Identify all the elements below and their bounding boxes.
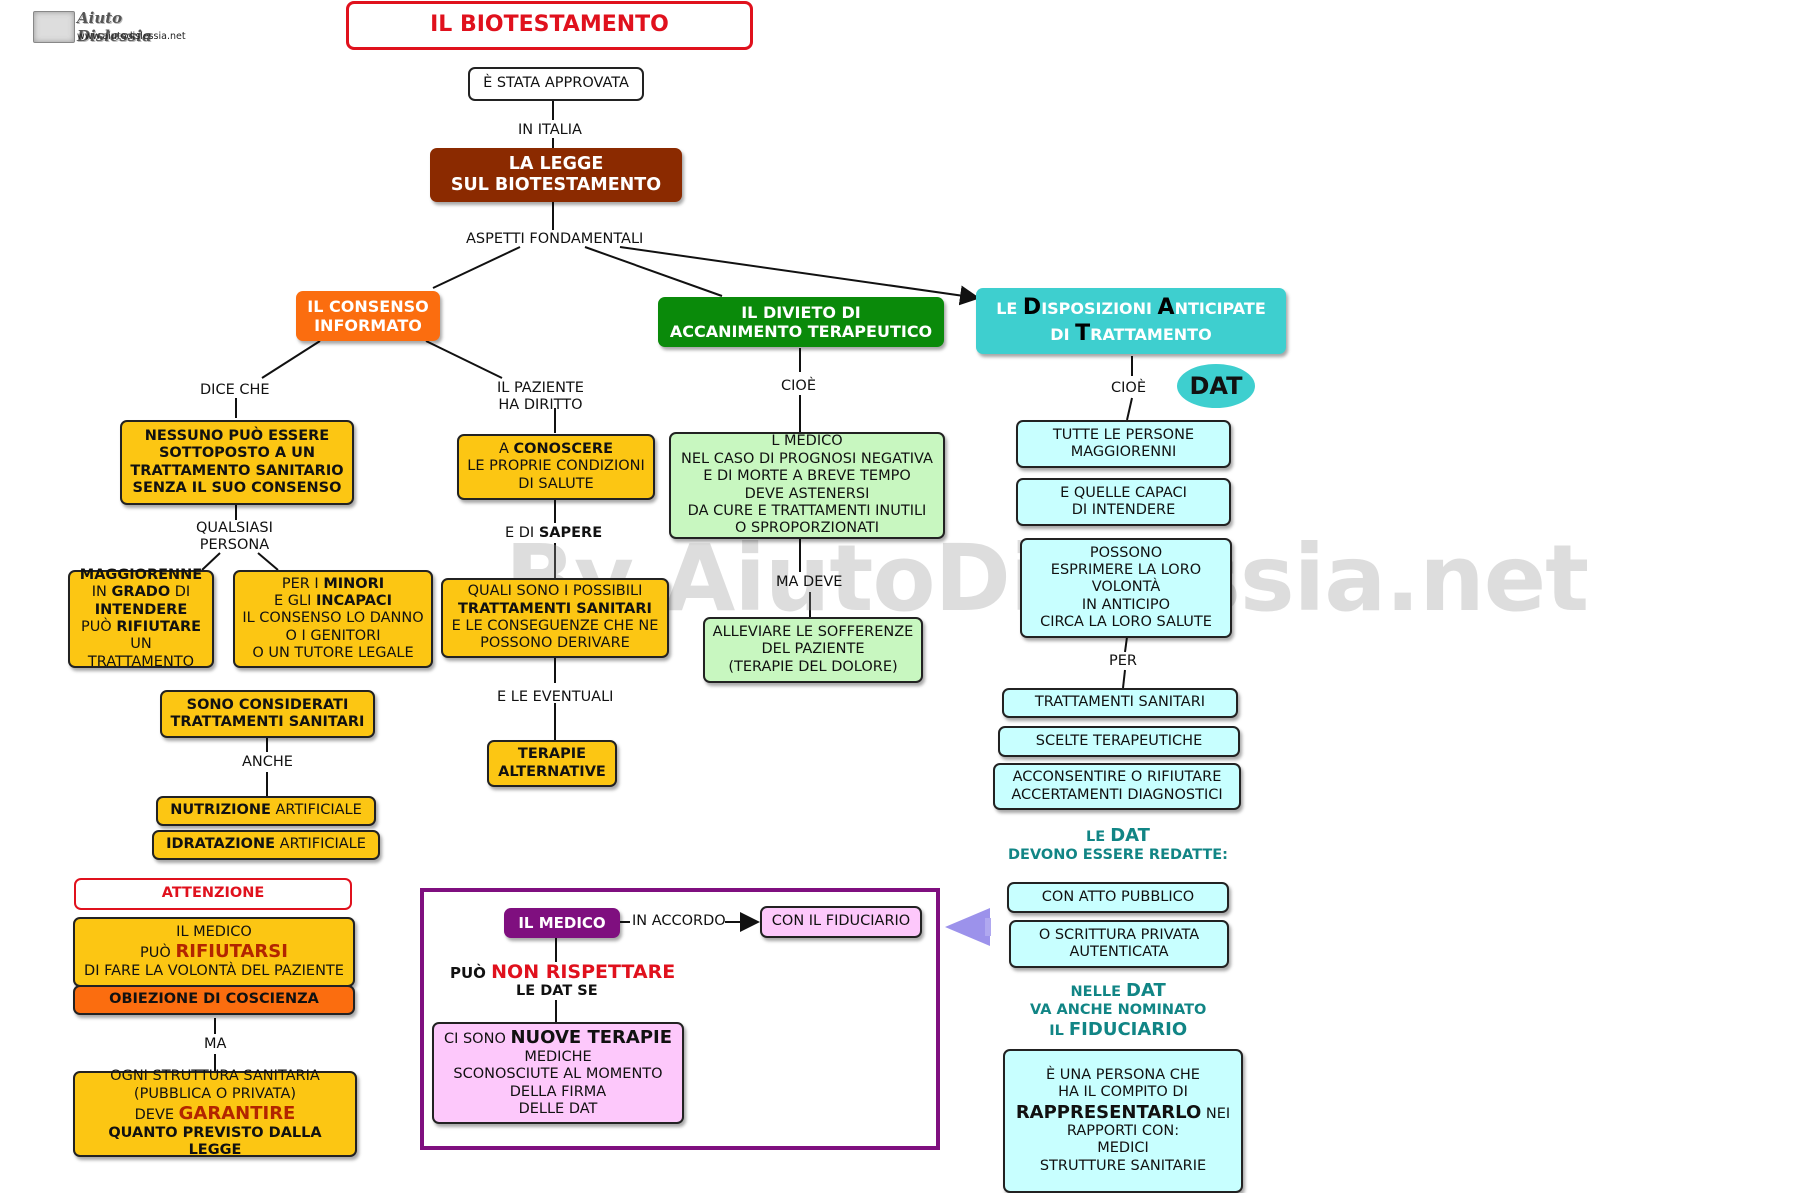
approved-box: È STATA APPROVATA	[468, 67, 644, 101]
scelte-box: SCELTE TERAPEUTICHE	[998, 726, 1240, 757]
label-sapere: E DI SAPERE	[505, 525, 603, 541]
il-medico-box: IL MEDICO	[504, 908, 620, 938]
label-in-italia: IN ITALIA	[518, 122, 582, 138]
left-arrow-icon	[945, 908, 990, 946]
label-eventuali: E LE EVENTUALI	[497, 689, 614, 705]
label-ma: MA	[204, 1036, 227, 1052]
label-dat-cioe: CIOÈ	[1111, 380, 1146, 396]
maggiorenne-box: MAGGIORENNE IN GRADO DI INTENDERE PUÒ RI…	[68, 567, 214, 670]
nutrizione-box: NUTRIZIONE ARTIFICIALE	[156, 796, 376, 826]
fiduciario-box: CON IL FIDUCIARIO	[760, 906, 922, 938]
atto-pubblico-box: CON ATTO PUBBLICO	[1007, 882, 1229, 913]
label-dice-che: DICE CHE	[200, 382, 270, 398]
label-in-accordo: IN ACCORDO	[632, 913, 726, 929]
medico-rifiutarsi-box: IL MEDICO PUÒ RIFIUTARSI DI FARE LA VOLO…	[73, 917, 355, 987]
label-ma-deve: MA DEVE	[776, 574, 843, 590]
logo-brand: Aiuto Dislessia	[77, 9, 152, 45]
page-title: IL BIOTESTAMENTO	[346, 1, 753, 50]
medico-frame	[420, 888, 940, 1150]
attenzione-box: ATTENZIONE	[74, 878, 352, 910]
label-aspetti: ASPETTI FONDAMENTALI	[466, 231, 644, 247]
label-non-rispettare: PUÒ NON RISPETTARE	[450, 961, 676, 983]
nuove-terapie-box: CI SONO NUOVE TERAPIE MEDICHE SCONOSCIUT…	[432, 1022, 684, 1124]
minori-box: PER I MINORI E GLI INCAPACI IL CONSENSO …	[233, 570, 433, 668]
logo: Aiuto Dislessia www.aiutodislessia.net	[33, 9, 193, 45]
label-le-dat-se: LE DAT SE	[516, 983, 598, 999]
idratazione-box: IDRATAZIONE ARTIFICIALE	[152, 830, 380, 860]
fiduciario-persona-box: È UNA PERSONA CHE HA IL COMPITO DI RAPPR…	[1003, 1049, 1243, 1193]
trattamenti-box: TRATTAMENTI SANITARI	[1002, 688, 1238, 718]
struttura-box: OGNI STRUTTURA SANITARIA (PUBBLICA O PRI…	[73, 1068, 357, 1158]
label-anche: ANCHE	[242, 754, 293, 770]
logo-url: www.aiutodislessia.net	[77, 31, 186, 42]
dat-box: LE DISPOSIZIONI ANTICIPATE DI TRATTAMENT…	[976, 288, 1286, 354]
book-icon	[33, 11, 75, 43]
label-nelle-dat: NELLE DAT VA ANCHE NOMINATO IL FIDUCIARI…	[1030, 980, 1207, 1040]
label-per: PER	[1109, 653, 1137, 669]
dat-acronym-badge: DAT	[1177, 364, 1255, 408]
conoscere-box: A CONOSCERE LE PROPRIE CONDIZIONI DI SAL…	[457, 434, 655, 500]
obiezione-box: OBIEZIONE DI COSCIENZA	[73, 985, 355, 1015]
label-divieto-cioe: CIOÈ	[781, 378, 816, 394]
label-redatte: LE DAT DEVONO ESSERE REDATTE:	[1008, 825, 1228, 863]
quali-box: QUALI SONO I POSSIBILI TRATTAMENTI SANIT…	[441, 578, 669, 658]
